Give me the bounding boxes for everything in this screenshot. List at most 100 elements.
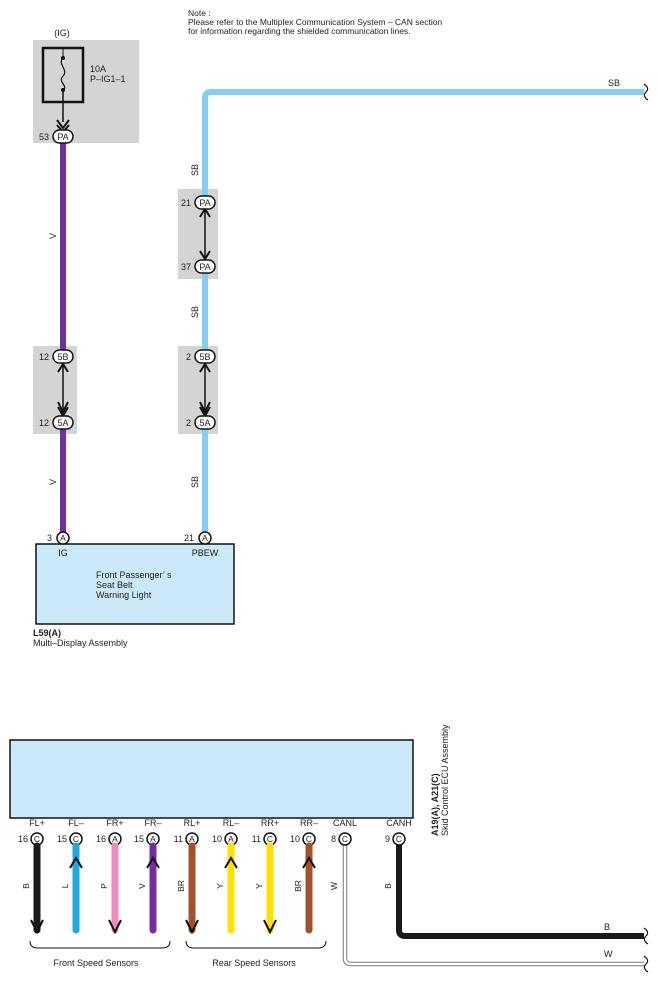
wire-break-icon: [643, 83, 649, 101]
terminal-conn: C: [267, 834, 273, 844]
fuse-supply-label: (IG): [54, 28, 70, 38]
fuse-rating: 10A: [90, 64, 106, 74]
connector-code: 5A: [199, 418, 210, 428]
arrow-down-icon: [30, 919, 44, 935]
wire-color-label: SB: [190, 306, 200, 318]
5-junction-arrow-up-icon: [199, 362, 211, 373]
terminal-conn: C: [73, 834, 79, 844]
arrow-up-icon: [302, 856, 316, 869]
ecu-terminal-label: CANL: [333, 818, 357, 828]
wire-color-label: W: [604, 949, 613, 959]
note-title: Note :: [188, 8, 211, 18]
wire-color-label: B: [21, 883, 31, 889]
pin-number: 12: [39, 352, 49, 362]
wire-sb-main: [202, 89, 644, 196]
connector-pill: 5B: [194, 349, 216, 364]
arrow-up-icon: [146, 856, 160, 869]
pin-number: 10: [212, 834, 222, 844]
terminal-circle: [198, 531, 212, 545]
ecu-terminals: FL+C16BFL–C15LFR+A16PFR–A15VRL+A11BRRL–A…: [18, 818, 412, 935]
terminal-conn: A: [228, 834, 234, 844]
front-group-brace: [29, 940, 171, 949]
terminal-circle: [56, 531, 70, 545]
wire-color-label: W: [329, 882, 339, 890]
ecu-terminal-label: CANH: [386, 818, 412, 828]
pin-number: 12: [39, 418, 49, 428]
skid-ecu-box: [9, 739, 414, 819]
connector-code: PA: [199, 262, 210, 272]
left-junction-arrow-up-icon: [57, 362, 69, 373]
pin-number: 15: [134, 834, 144, 844]
skid-ecu-code: A19(A), A21(C): [430, 773, 440, 836]
wire-color-label: L: [60, 883, 70, 888]
pin-number: 3: [47, 533, 52, 543]
pin-number: 11: [174, 834, 183, 844]
pin-number: 37: [181, 262, 191, 272]
wire-color-label: BR: [293, 880, 303, 892]
wire-color-label: Y: [254, 883, 264, 889]
multi-display-name: Multi–Display Assembly: [33, 638, 128, 648]
terminal-circle: [338, 832, 352, 846]
wire-color-label: P: [99, 883, 109, 889]
fuse-name: P–IG1–1: [90, 74, 126, 84]
pin-number: 16: [96, 834, 106, 844]
multi-display-inner-text: Warning Light: [96, 590, 152, 600]
pin-number: 10: [290, 834, 300, 844]
terminal-circle: [392, 832, 406, 846]
fuse-icon: [60, 57, 66, 91]
front-group-label: Front Speed Sensors: [53, 958, 139, 968]
fuse-block-background: [33, 40, 139, 143]
skid-ecu-name: Skid Control ECU Assembly: [440, 724, 450, 836]
connector-code: 5A: [57, 418, 68, 428]
pin-number: 53: [39, 132, 49, 142]
rear-group-label: Rear Speed Sensors: [212, 958, 296, 968]
pin-number: 9: [385, 834, 390, 844]
wire-color-label: SB: [190, 164, 200, 176]
arrow-down-icon: [263, 919, 277, 935]
ecu-terminal-label: RL–: [223, 818, 240, 828]
multi-display-code: L59(A): [33, 628, 61, 638]
ecu-terminal-label: RR–: [300, 818, 318, 828]
ecu-terminal-label: RR+: [261, 818, 279, 828]
terminal-conn: A: [112, 834, 118, 844]
arrow-up-icon: [224, 856, 238, 869]
connector-code: 5B: [199, 352, 210, 362]
pin-number: 2: [186, 352, 191, 362]
rear-group-brace: [185, 940, 327, 949]
ecu-terminal-label: FR–: [144, 818, 161, 828]
arrow-down-icon: [185, 919, 199, 935]
connector-pill: PA: [194, 195, 216, 210]
connector-code: PA: [57, 132, 68, 142]
pin-number: 21: [181, 198, 191, 208]
wire-color-label: BR: [176, 880, 186, 892]
wire-canl-core: [343, 845, 644, 966]
connector-pill: 5B: [52, 349, 74, 364]
pin-number: 16: [18, 834, 28, 844]
multi-display-inner-text: Front Passenger’ s: [96, 570, 172, 580]
terminal-conn: A: [202, 533, 208, 543]
terminal-label: IG: [58, 548, 68, 558]
pin-number: 8: [331, 834, 336, 844]
connector-code: PA: [199, 198, 210, 208]
terminal-conn: C: [34, 834, 40, 844]
pa-junction-arrow-down-icon: [199, 250, 211, 261]
ecu-terminal-label: FR+: [106, 818, 123, 828]
wire-break-icon: [643, 955, 649, 973]
note-line-2: for information regarding the shielded c…: [188, 26, 411, 36]
wire-color-label: V: [48, 233, 58, 239]
terminal-conn: C: [396, 834, 402, 844]
terminal-conn: A: [189, 834, 195, 844]
wire-color-label: B: [383, 883, 393, 889]
wire-color-label: V: [48, 479, 58, 485]
wire-color-label: B: [604, 922, 610, 932]
ecu-terminal-label: FL–: [68, 818, 84, 828]
ecu-terminal-label: RL+: [184, 818, 201, 828]
arrow-down-icon: [108, 919, 122, 935]
multi-display-box: [35, 543, 235, 625]
arrow-up-icon: [69, 856, 83, 869]
wire-canh-out: [396, 845, 644, 939]
connector-code: 5B: [57, 352, 68, 362]
terminal-conn: C: [342, 834, 348, 844]
wire-color-label: Y: [215, 883, 225, 889]
pin-number: 15: [57, 834, 67, 844]
